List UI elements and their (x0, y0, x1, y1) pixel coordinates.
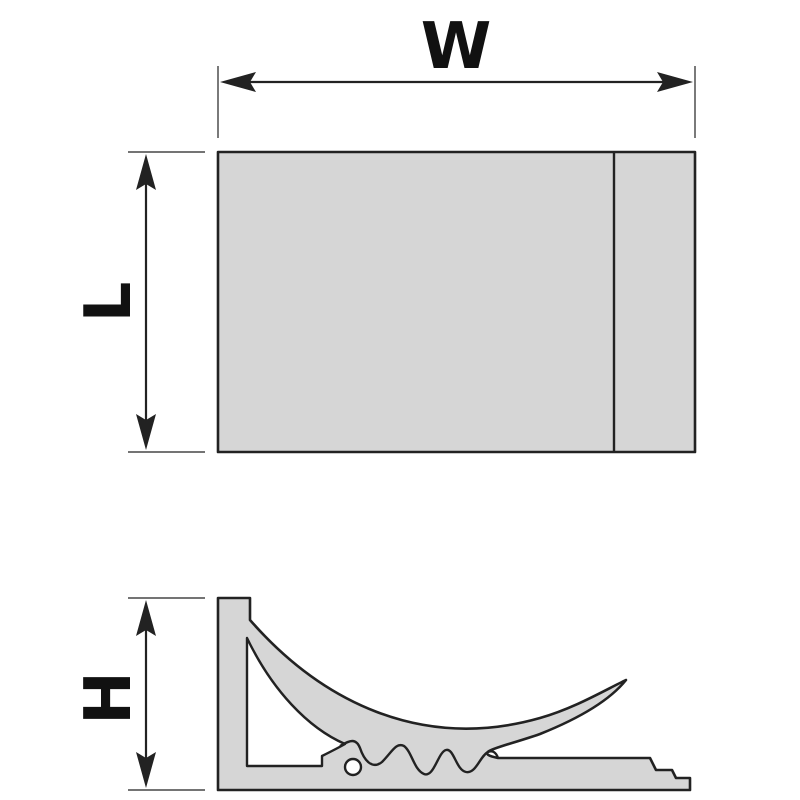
side-view-pivot-hole (343, 757, 363, 777)
top-view (216, 150, 697, 454)
length-label: L (72, 282, 146, 323)
side-view (216, 596, 692, 792)
width-dimension: W (217, 10, 696, 138)
height-arrow-bottom (136, 752, 156, 788)
top-view-body (216, 150, 697, 454)
length-arrow-bottom (136, 414, 156, 450)
width-label: W (421, 10, 492, 84)
side-view-serrations (339, 739, 500, 776)
width-arrow-left (220, 72, 256, 92)
length-arrow-top (136, 154, 156, 190)
width-arrow-right (657, 72, 693, 92)
height-label: H (72, 671, 146, 725)
height-dimension: H (72, 597, 205, 791)
length-dimension: L (72, 151, 205, 453)
height-arrow-top (136, 600, 156, 636)
